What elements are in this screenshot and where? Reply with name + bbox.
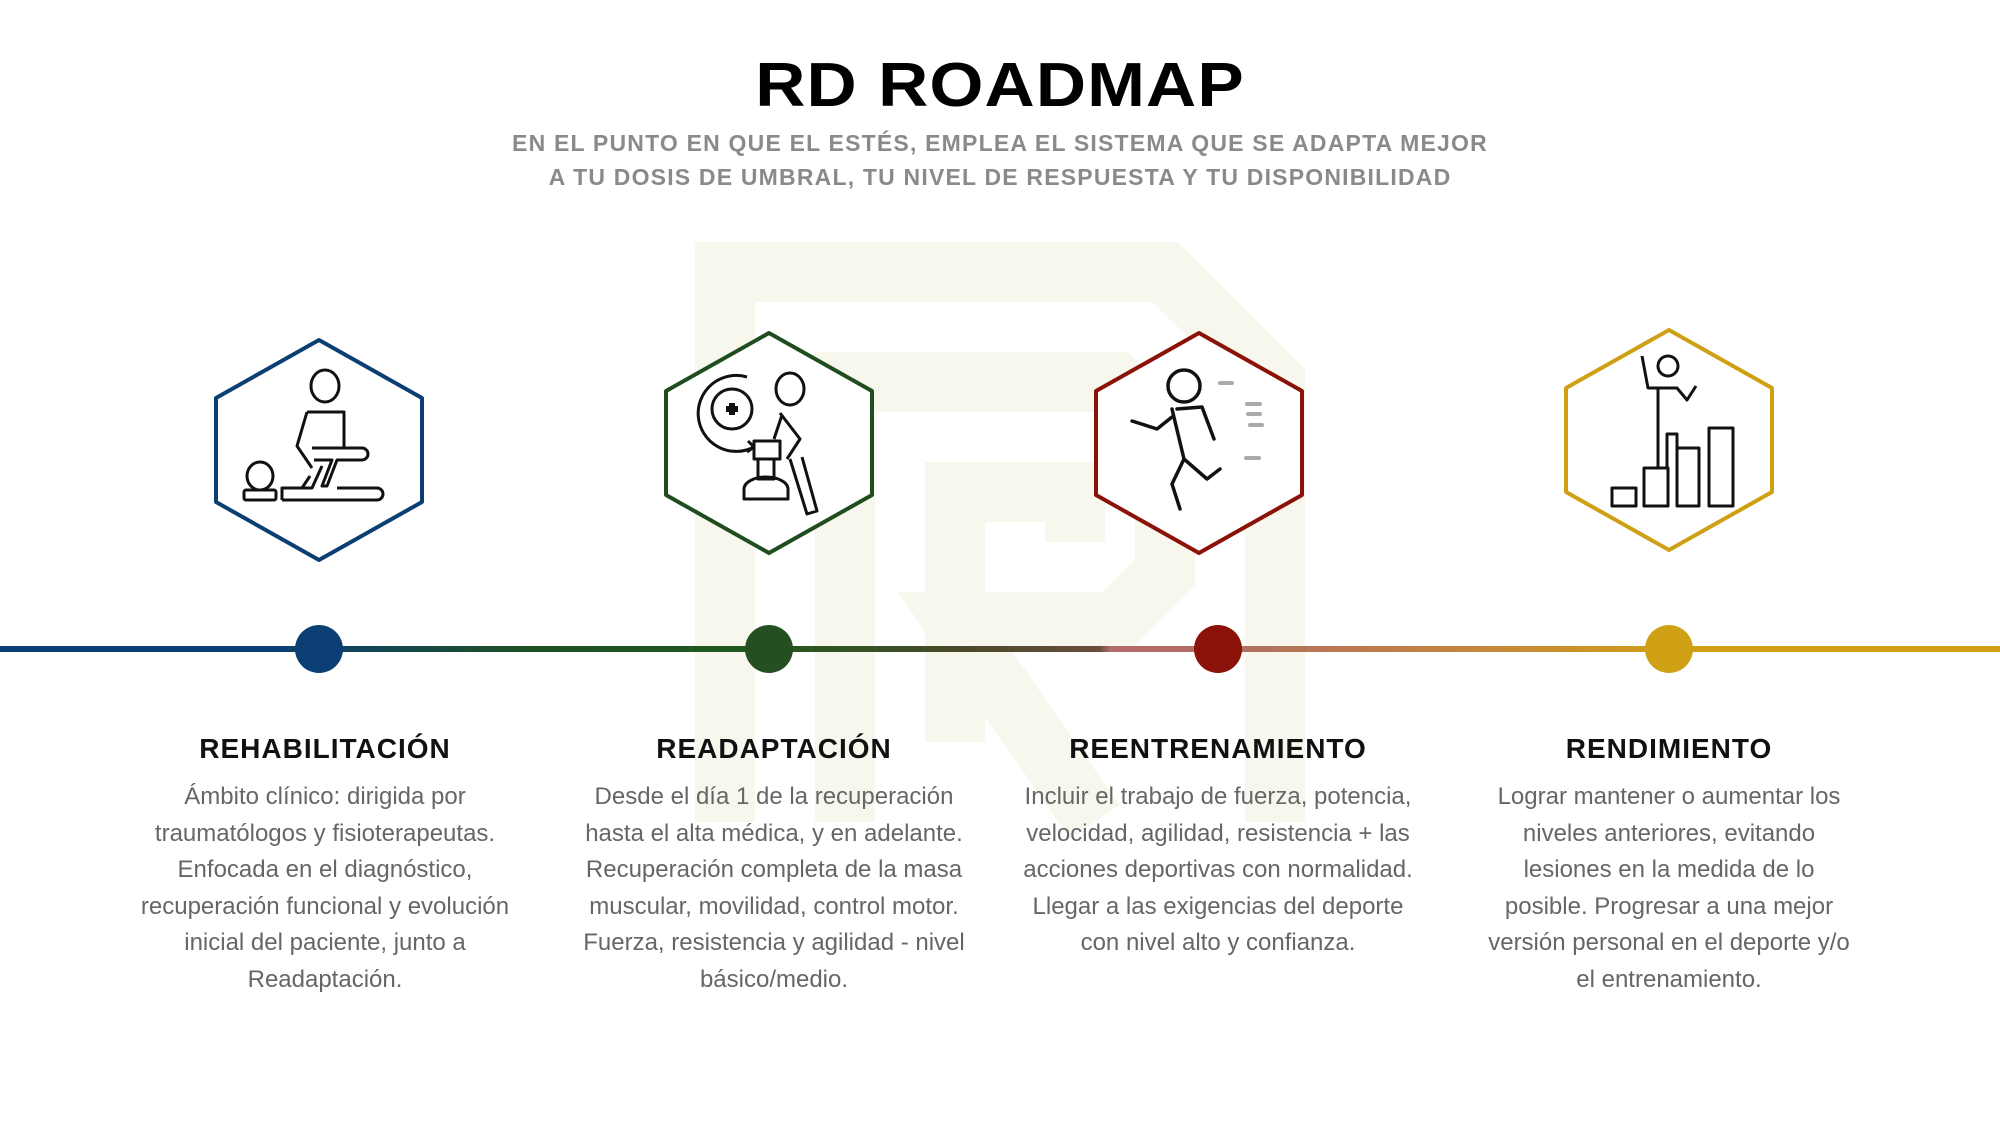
stage-description: Desde el día 1 de la recuperación hasta … <box>583 783 965 993</box>
stage-description: Incluir el trabajo de fuerza, potencia, … <box>1023 783 1413 956</box>
reentrenamiento-hexagon <box>1094 331 1304 555</box>
running-icon <box>1130 368 1222 511</box>
stage-reentrenamiento: REENTRENAMIENTO Incluir el trabajo de fu… <box>998 733 1438 962</box>
subtitle-line-1: EN EL PUNTO EN QUE EL ESTÉS, EMPLEA EL S… <box>512 130 1488 156</box>
timeline-dot-rehabilitacion <box>295 625 343 673</box>
physiotherapy-icon <box>242 368 385 502</box>
recovery-knee-icon <box>696 371 819 516</box>
rehabilitacion-hexagon <box>214 338 424 562</box>
stage-rendimiento: RENDIMIENTO Lograr mantener o aumentar l… <box>1449 733 1889 998</box>
readaptacion-hexagon <box>664 331 874 555</box>
timeline-line <box>0 646 2000 652</box>
stage-readaptacion: READAPTACIÓN Desde el día 1 de la recupe… <box>554 733 994 998</box>
stage-title: REENTRENAMIENTO <box>1069 733 1367 764</box>
stage-description: Lograr mantener o aumentar los niveles a… <box>1488 783 1850 993</box>
timeline-dot-reentrenamiento <box>1194 625 1242 673</box>
stage-title: READAPTACIÓN <box>656 733 892 764</box>
timeline-dot-readaptacion <box>745 625 793 673</box>
climbing-bars-icon <box>1610 354 1735 508</box>
stage-rehabilitacion: REHABILITACIÓN Ámbito clínico: dirigida … <box>105 733 545 998</box>
stage-description: Ámbito clínico: dirigida por traumatólog… <box>140 783 510 993</box>
page-title: RD ROADMAP <box>755 51 1245 120</box>
timeline-dot-rendimiento <box>1645 625 1693 673</box>
stage-title: RENDIMIENTO <box>1565 733 1773 764</box>
rendimiento-hexagon <box>1564 328 1774 552</box>
stage-title: REHABILITACIÓN <box>199 733 451 764</box>
subtitle-line-2: A TU DOSIS DE UMBRAL, TU NIVEL DE RESPUE… <box>548 164 1452 190</box>
